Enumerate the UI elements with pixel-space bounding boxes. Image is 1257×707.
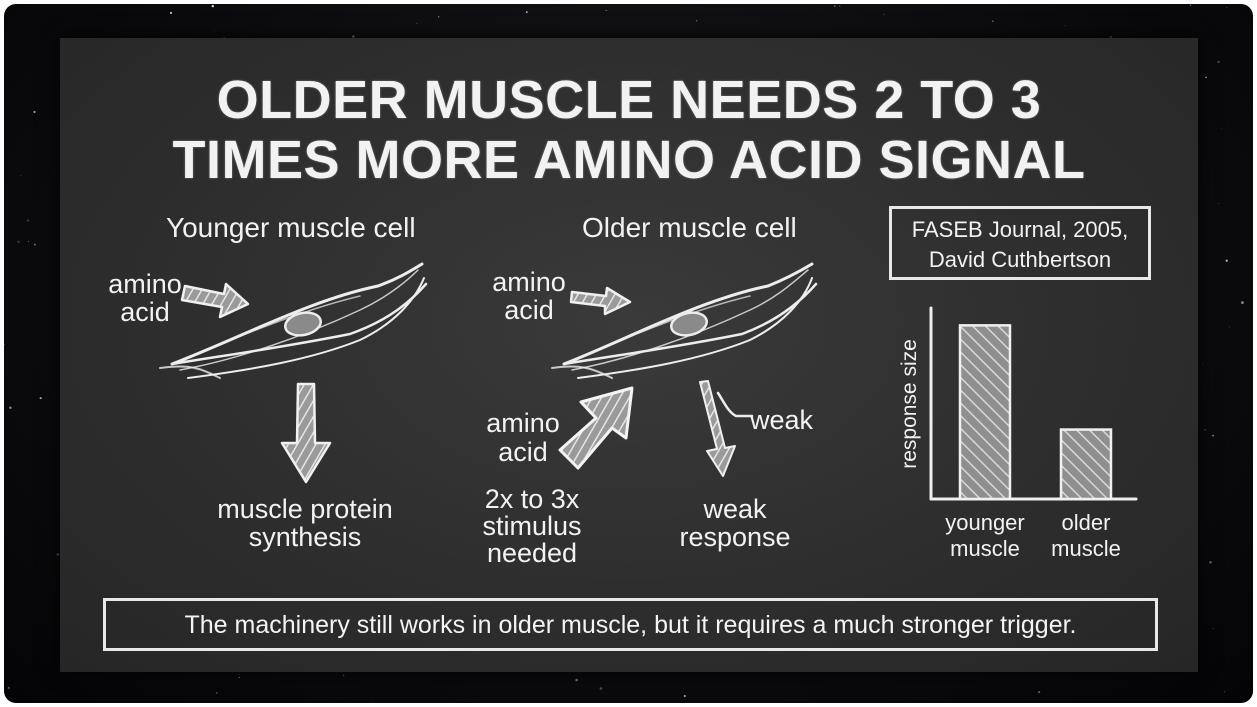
star [883,13,885,15]
star [342,674,345,677]
weak-arrow-label: weak [750,405,814,435]
star [525,11,528,14]
weak-pointer-line [716,391,754,418]
weak-response-label-2: response [679,522,791,552]
star [839,5,841,7]
star [9,406,12,409]
older-input-arrow [569,286,632,316]
star [1225,259,1228,262]
chart-y-axis-label: response size [898,339,921,469]
star [1229,326,1230,328]
star [695,20,698,22]
title-line-1: OLDER MUSCLE NEEDS 2 TO 3 [216,70,1042,130]
title-line-2: TIMES MORE AMINO ACID SIGNAL [172,130,1086,190]
older-strong-input-label-2: acid [498,437,548,467]
chalkboard: OLDER MUSCLE NEEDS 2 TO 3 TIMES MORE AMI… [60,38,1198,672]
footer-box: The machinery still works in older muscl… [103,598,1158,651]
star [438,16,440,18]
star [28,241,29,243]
star [1241,301,1244,304]
younger-output-label-1: muscle protein [217,494,393,524]
star [352,35,355,38]
younger-output-arrow [280,382,332,484]
star [683,695,686,697]
stimulus-note-line-1: 2x to 3x [484,484,580,514]
star [1212,627,1214,630]
star [211,4,215,8]
star [33,243,36,246]
older-muscle-cell [551,262,818,379]
star [1202,363,1203,364]
citation-line-1: FASEB Journal, 2005, [911,217,1129,242]
star [1209,560,1212,564]
star [169,11,173,15]
star [17,240,20,243]
chart-bar-1 [1059,428,1113,501]
star [336,672,338,673]
star [833,5,836,7]
star [1189,4,1192,6]
younger-input-arrow [180,282,250,319]
younger-output-label-2: synthesis [248,522,362,552]
star [33,110,36,114]
star [1109,35,1112,39]
citation-box: FASEB Journal, 2005, David Cuthbertson [889,206,1151,280]
star [1037,690,1041,694]
star [1064,25,1066,27]
star [1220,127,1222,129]
footer-text: The machinery still works in older muscl… [184,611,1077,639]
star [238,676,240,678]
older-strong-input-label-1: amino [486,408,560,438]
star [7,686,10,689]
chart-category-label: muscle [950,536,1020,561]
younger-input-label-1: amino [108,269,182,299]
diagram-drawings [159,262,818,484]
star [1226,7,1228,9]
chart-category-label: younger [945,510,1025,535]
chart-category-label: older [1062,510,1111,535]
citation-line-2: David Cuthbertson [928,247,1112,272]
star [1204,429,1206,431]
younger-input-label-2: acid [120,297,170,327]
star [371,701,373,703]
star [56,553,60,556]
star [1212,434,1214,437]
star [214,29,216,31]
star [416,22,418,24]
star [1205,76,1207,79]
stimulus-note-line-3: needed [486,538,578,568]
chart-bar-0 [958,324,1012,501]
chart-category-label: muscle [1051,536,1121,561]
star [599,687,603,690]
older-strong-input-arrow [558,386,634,470]
star [27,219,30,222]
star [1218,203,1219,205]
star [575,678,578,682]
star [605,10,607,11]
older-input-label-2: acid [504,295,554,325]
star [821,9,822,10]
star [1217,60,1220,64]
weak-response-label-1: weak [703,494,767,524]
star [991,20,994,23]
younger-muscle-cell [159,262,428,379]
star [20,175,22,176]
older-weak-output-arrow [699,380,736,477]
younger-cell-heading: Younger muscle cell [166,212,416,243]
star [39,397,42,400]
star [1223,691,1225,693]
older-input-label-1: amino [492,267,566,297]
screen-frame: OLDER MUSCLE NEEDS 2 TO 3 TIMES MORE AMI… [4,4,1253,703]
star [216,692,218,694]
older-cell-heading: Older muscle cell [582,212,797,243]
stimulus-note-line-2: stimulus [482,511,582,541]
star [4,343,5,346]
